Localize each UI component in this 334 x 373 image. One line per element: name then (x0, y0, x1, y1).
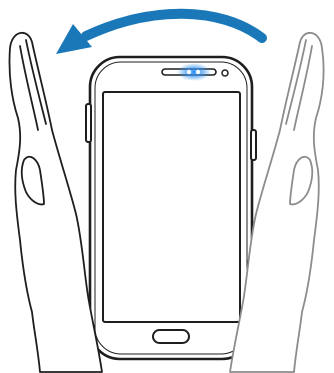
phone (86, 57, 256, 359)
gesture-sensor-glow (177, 63, 211, 81)
arrow-shaft (86, 14, 262, 38)
sensor-glow (177, 63, 211, 81)
sensor-dot-left (187, 70, 191, 74)
hand-end-outline (9, 33, 102, 372)
volume-button (86, 104, 91, 142)
front-camera (222, 70, 228, 76)
phone-screen (103, 92, 240, 322)
power-button (251, 130, 256, 160)
home-button (153, 330, 189, 343)
hand-end-position (9, 33, 102, 372)
sensor-dot-right (196, 70, 200, 74)
swipe-direction-arrow (56, 14, 262, 54)
